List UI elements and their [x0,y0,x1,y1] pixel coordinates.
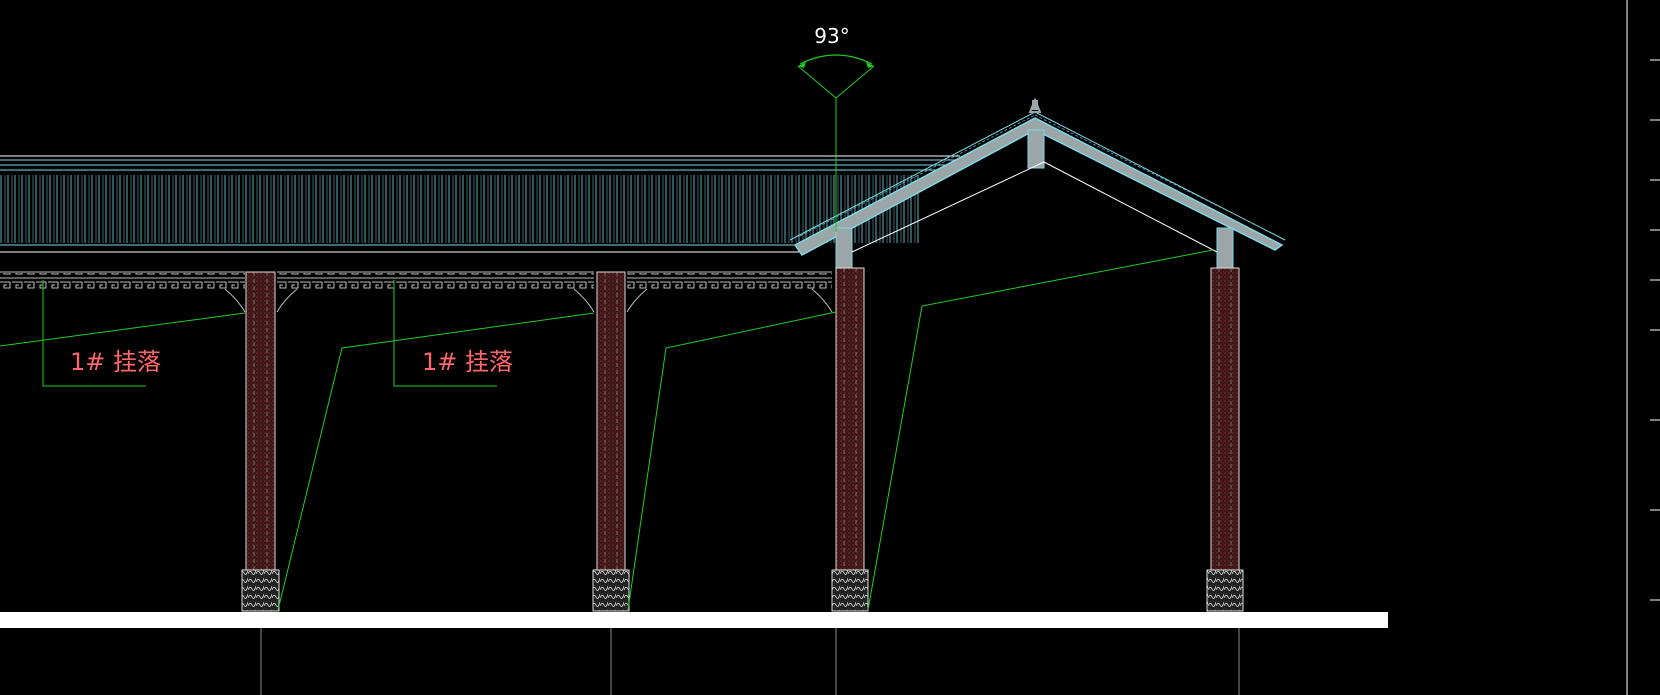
columns [241,267,1244,612]
callout-guale-2: 1# 挂落 [422,348,513,376]
column-3 [831,267,869,612]
pavilion-gable-roof [789,97,1286,271]
angle-label: 93° [814,24,849,48]
angle-dimension: 93° [797,24,875,232]
ground-slab [0,612,1388,695]
callout-labels: 1# 挂落 1# 挂落 [70,348,513,376]
lattice-guale [0,271,833,313]
column-2 [592,271,630,612]
callout-guale-1: 1# 挂落 [70,348,161,376]
column-4 [1206,267,1244,612]
column-1 [241,271,280,612]
corridor-roof [0,155,960,253]
right-ruler [1626,0,1660,695]
leader-lines [0,249,1214,611]
